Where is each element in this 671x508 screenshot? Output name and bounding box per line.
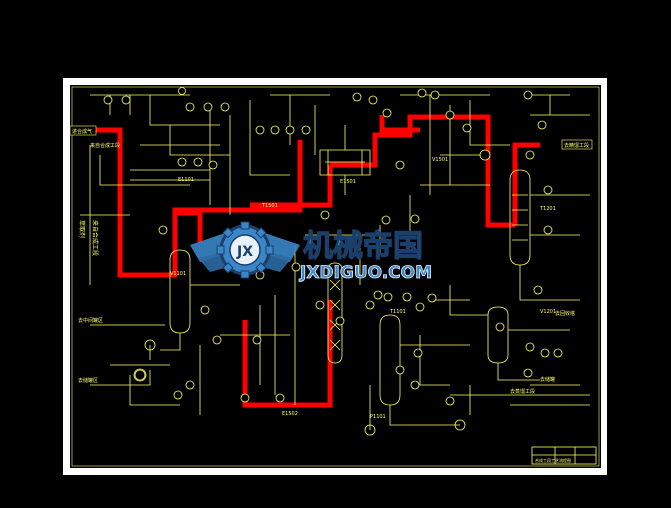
label-right-low: 去储罐 <box>540 376 555 383</box>
pumps <box>133 339 466 436</box>
process-line-feed <box>92 127 203 278</box>
tag-v1501: V1501 <box>432 157 448 163</box>
tag-e1101: E1101 <box>178 177 194 183</box>
instrument-lines <box>80 94 597 465</box>
feed-label: 进合成气 <box>72 128 92 135</box>
tag-t1501: T1501 <box>261 203 278 209</box>
drawing-labels: 进合成气 来自合成工段 V1101 E1101 T1501 E1501 V150… <box>70 125 593 463</box>
tag-e1501: E1501 <box>340 179 356 185</box>
tag-e1502: E1502 <box>282 411 298 417</box>
feed-sub-label: 来自合成工段 <box>90 142 120 149</box>
inner-border <box>71 86 600 467</box>
process-line-right-up <box>512 142 540 225</box>
process-line-overhead-branch <box>379 115 420 133</box>
process-line-v1101-top <box>172 140 303 225</box>
tag-v1101: V1101 <box>170 271 186 277</box>
process-line-bottom-loop <box>242 300 333 408</box>
vertical-label-b: 来自合成工段 <box>91 220 99 256</box>
label-left-low: 去储罐区 <box>78 377 98 384</box>
tag-v1201: V1201 <box>540 309 556 315</box>
label-left-mid: 去中间罐区 <box>78 317 103 324</box>
vertical-label-a: 萃取剂 <box>78 220 86 238</box>
process-line-return <box>250 165 333 208</box>
main-process-lines <box>92 114 540 408</box>
pid-canvas: 进合成气 来自合成工段 V1101 E1101 T1501 E1501 V150… <box>70 86 600 467</box>
label-top-right: 去精馏工段 <box>564 142 589 149</box>
instrument-bubbles <box>103 87 563 406</box>
title-block-text: 合成工段工艺流程图 <box>535 457 571 463</box>
tag-t1201: T1201 <box>539 206 556 212</box>
label-bottom-right: 去蒸馏工段 <box>510 388 535 395</box>
pid-drawing: 进合成气 来自合成工段 V1101 E1101 T1501 E1501 V150… <box>70 85 601 468</box>
tag-p1101: P1101 <box>370 414 386 420</box>
process-line-top-overhead <box>330 114 515 228</box>
vertical-labels: 萃取剂 来自合成工段 <box>78 220 99 256</box>
label-right-mid: 去回收塔 <box>555 310 575 317</box>
tag-t1101: T1101 <box>389 309 406 315</box>
